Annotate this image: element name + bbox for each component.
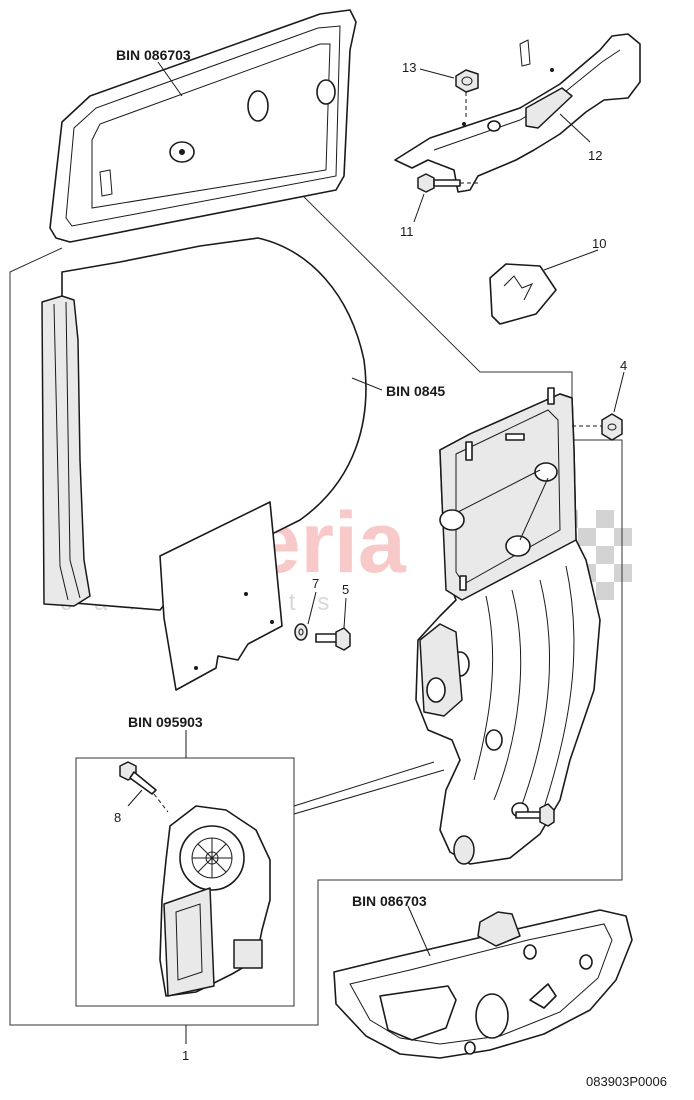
part-10-cap [489,263,557,325]
assembly-frame [9,182,623,1026]
label-13: 13 [402,60,416,75]
label-10: 10 [592,236,606,251]
label-4: 4 [620,358,627,373]
label-7: 7 [312,576,319,591]
window-glass [61,237,367,611]
label-8: 8 [114,810,121,825]
motor-box-frame [75,757,445,1007]
leader-4 [613,371,625,413]
screw-8 [119,761,157,795]
bolt-11 [417,173,461,193]
washer-7 [294,623,308,641]
window-seal-strip [41,295,91,607]
screw-8-axis [153,793,169,813]
leader-bottom-panel [407,905,431,957]
leader-10 [543,249,599,271]
leader-5 [343,597,347,629]
window-regulator [415,387,601,865]
window-motor [159,805,271,997]
label-1: 1 [182,1048,189,1063]
stud-bolt-regulator [505,433,555,827]
glass-lower-panel [159,501,283,691]
bolt-4 [601,413,623,441]
leader-top-panel [157,61,183,97]
label-5: 5 [342,582,349,597]
reference-code: 083903P0006 [586,1074,667,1089]
leader-7 [307,591,317,625]
bolt-5 [315,627,351,651]
label-bin-bottom-panel: BIN 086703 [352,893,427,909]
leader-12 [559,113,591,143]
upper-trim-panel [49,9,357,243]
nut-13 [455,69,479,93]
label-12: 12 [588,148,602,163]
label-bin-top-panel: BIN 086703 [116,47,191,63]
leader-13 [419,68,455,79]
leader-8 [127,789,143,807]
leader-11 [413,193,425,223]
label-11: 11 [400,224,414,239]
label-bin-motor: BIN 095903 [128,714,203,730]
leader-glass [351,377,383,391]
label-bin-glass: BIN 0845 [386,383,445,399]
bracket-12 [394,33,641,193]
lower-trim-panel [333,909,633,1059]
